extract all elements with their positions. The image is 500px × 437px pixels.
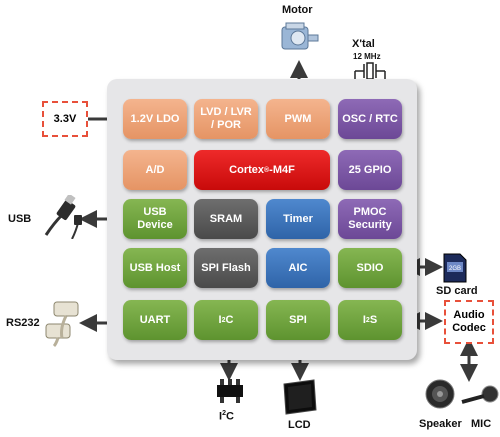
block-ldo: 1.2V LDO [123, 99, 187, 139]
lcd-label: LCD [288, 419, 311, 431]
block-spi-flash: SPI Flash [194, 248, 258, 288]
svg-text:2GB: 2GB [449, 266, 461, 272]
block-uart: UART [123, 300, 187, 340]
rs232-label: RS232 [6, 317, 40, 329]
speaker-icon [425, 379, 455, 409]
i2c-chip-icon [217, 379, 243, 403]
motor-icon [281, 22, 319, 50]
usb-label: USB [8, 213, 32, 225]
block-usb-host: USB Host [123, 248, 187, 288]
block-aic: AIC [266, 248, 330, 288]
sd-card-label: SD card [436, 285, 478, 297]
block-gpio: 25 GPIO [338, 150, 402, 190]
block-sram: SRAM [194, 199, 258, 239]
sd-card-icon: 2GB [443, 253, 467, 283]
block-lvd: LVD / LVR / POR [194, 99, 258, 139]
xtal-frequency: 12 MHz [353, 52, 381, 61]
xtal-label: X'tal [352, 38, 375, 50]
microphone-icon [461, 385, 499, 404]
block-pmoc: PMOC Security [338, 199, 402, 239]
motor-label: Motor [282, 4, 313, 16]
lcd-panel-icon [283, 379, 317, 415]
audio-codec-box: Audio Codec [444, 300, 494, 344]
block-ad: A/D [123, 150, 187, 190]
power-3v3-box: 3.3V [42, 101, 88, 137]
block-spi: SPI [266, 300, 330, 340]
block-osc: OSC / RTC [338, 99, 402, 139]
speaker-label: Speaker [419, 418, 462, 430]
block-usb-device: USB Device [123, 199, 187, 239]
block-timer: Timer [266, 199, 330, 239]
usb-cable-icon [44, 195, 82, 239]
rs232-cable-icon [45, 301, 79, 348]
block-sdio: SDIO [338, 248, 402, 288]
block-cpu: Cortex®-M4F [194, 150, 330, 190]
mic-label: MIC [471, 418, 492, 430]
i2c-label: I2C [219, 410, 234, 423]
block-pwm: PWM [266, 99, 330, 139]
